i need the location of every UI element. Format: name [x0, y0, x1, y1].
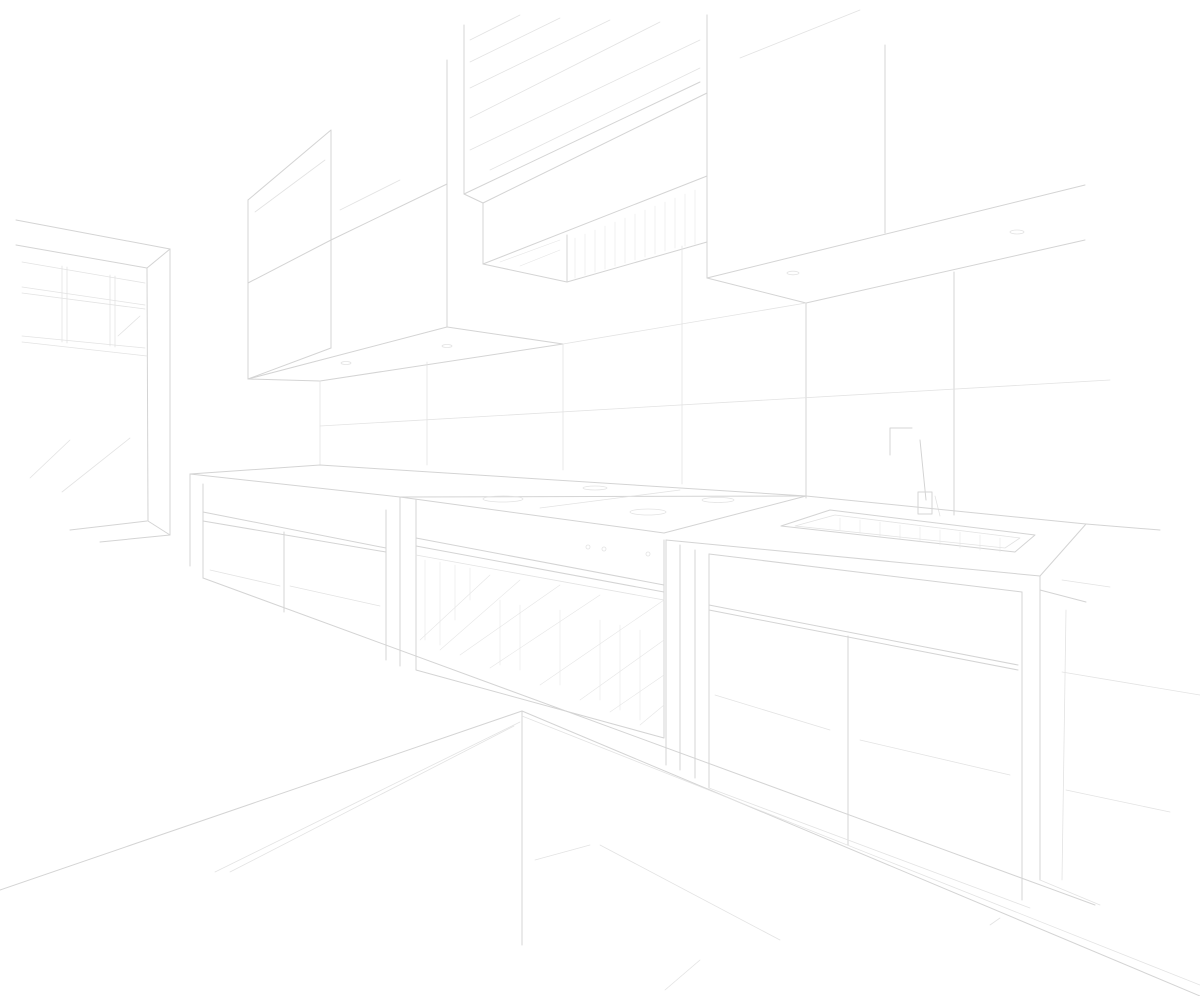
backsplash-tiles — [319, 245, 1111, 485]
right-lower-cabinets — [708, 553, 1200, 901]
left-wall-cabinet — [15, 219, 171, 543]
floor-lines — [202, 577, 1101, 909]
oven — [415, 499, 665, 739]
sink — [780, 509, 1036, 553]
hood-vent-hatching — [499, 189, 696, 279]
faucet — [889, 427, 941, 517]
oven-glass-hatching — [419, 559, 665, 726]
sink-hatching — [839, 517, 1001, 553]
left-upper-cabinets — [247, 59, 564, 382]
cabinet-divider — [665, 539, 696, 779]
kitchen-island — [0, 710, 1200, 996]
left-lower-cabinets — [202, 496, 401, 667]
right-counter — [665, 495, 1161, 881]
cooktop — [482, 485, 735, 516]
range-hood — [463, 14, 708, 283]
right-upper-cabinets — [706, 9, 1086, 516]
